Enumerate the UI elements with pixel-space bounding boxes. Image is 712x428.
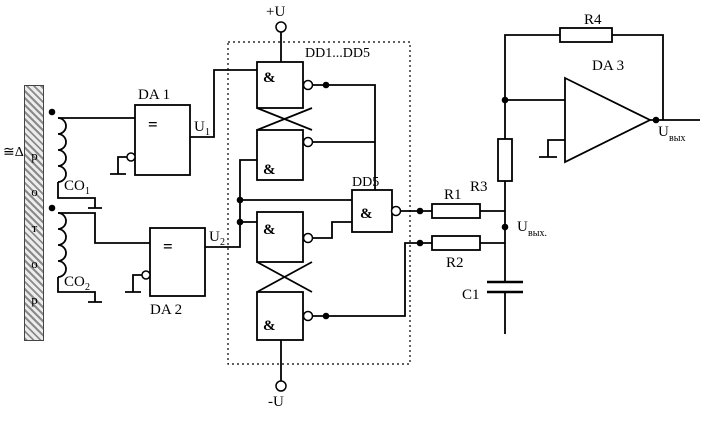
junction-dd1-out [322, 81, 330, 89]
coil1-label: CO [64, 178, 85, 194]
da3-label: DA 3 [592, 58, 624, 74]
da2-ground [125, 274, 142, 293]
logic-block: DD1...DD5 +U -U & & & & [227, 4, 411, 410]
wire-feedback-right [612, 34, 664, 120]
filter-section: R1 R2 U вых. C1 [313, 181, 547, 334]
u1-label: U [194, 119, 205, 135]
dd3-gate-body [256, 211, 304, 263]
vplus-label: +U [266, 4, 285, 20]
logic-dotted-boundary [227, 41, 411, 365]
da3-opamp-triangle [564, 76, 653, 164]
dd5-and-symbol: & [360, 206, 373, 222]
coil2-winding [57, 212, 67, 278]
rotor-hatched-bar [24, 85, 44, 341]
vminus-terminal [275, 380, 287, 392]
amplifier-section: R3 R4 DA 3 U вых [470, 12, 700, 195]
r3-resistor [497, 138, 513, 182]
junction-r2-in [416, 239, 424, 247]
comparator-da2: DA 2 = U 2 [125, 159, 257, 318]
coil1-label-sub: 1 [85, 186, 90, 197]
comparator-da1: DA 1 = U 1 [110, 69, 257, 176]
latch1-cross-coupling [256, 107, 313, 131]
da2-body [149, 227, 206, 297]
dd1-output-bubble [302, 79, 314, 91]
da1-ground [110, 156, 127, 175]
wire-feedback-left [504, 34, 560, 100]
wire-dd1-out [313, 84, 376, 190]
da1-body [134, 104, 191, 176]
dd5-output-bubble [390, 205, 402, 217]
coil2-bottom-wire [57, 277, 102, 303]
dd1-and-symbol: & [263, 70, 276, 86]
junction-bus-1 [236, 196, 244, 204]
u-out-label: U [658, 124, 669, 140]
delta-label: ≅Δ [3, 145, 24, 160]
wire-dd4-to-r2 [313, 242, 432, 317]
u-mid-label-sub: вых. [528, 228, 547, 239]
dd3-output-bubble [302, 232, 314, 244]
da1-comparator-symbol: = [148, 115, 158, 134]
da2-label: DA 2 [150, 302, 182, 318]
logic-block-label: DD1...DD5 [305, 46, 370, 61]
dd4-gate-body [256, 291, 304, 341]
c1-label: C1 [462, 287, 480, 303]
wire-dd3-out-to-dd5 [313, 221, 352, 239]
r4-resistor [559, 27, 613, 43]
wire-u1-to-dd1 [190, 69, 257, 138]
coil2-label: CO [64, 274, 85, 290]
rotor-label: ротор [27, 148, 42, 328]
da1-label: DA 1 [138, 87, 170, 103]
coil1-winding [57, 117, 67, 183]
dd2-gate-body [256, 129, 304, 181]
junction-r1-in [416, 207, 424, 215]
coil2-polarity-dot [48, 204, 56, 212]
da1-invert-bubble [126, 152, 136, 162]
dd4-output-bubble [302, 310, 314, 322]
coil2-label-sub: 2 [85, 282, 90, 293]
dd5-label: DD5 [352, 175, 379, 190]
u-mid-label: U [517, 219, 528, 235]
r4-label: R4 [584, 12, 602, 28]
u2-label-sub: 2 [220, 237, 225, 248]
da2-invert-bubble [141, 270, 151, 280]
vminus-label: -U [268, 394, 284, 410]
u-out-label-sub: вых [669, 133, 685, 144]
junction-output [652, 116, 660, 124]
r1-label: R1 [444, 187, 462, 203]
coil1-polarity-dot [48, 108, 56, 116]
wire-u2-to-dd2 [205, 159, 257, 248]
r2-label: R2 [446, 255, 464, 271]
da3-ground [539, 139, 565, 158]
dd2-output-bubble [302, 136, 314, 148]
vplus-terminal [275, 21, 287, 33]
latch2-cross-coupling [256, 261, 313, 293]
dd2-and-symbol: & [263, 162, 276, 178]
r2-resistor [431, 235, 481, 251]
coil1-bottom-wire [57, 182, 102, 209]
coil2-top-wire [58, 212, 150, 244]
dd4-and-symbol: & [263, 318, 276, 334]
sensor-section: ≅Δ CO 1 CO 2 [3, 108, 150, 303]
junction-bus-2 [236, 218, 244, 226]
dd3-and-symbol: & [263, 222, 276, 238]
da2-comparator-symbol: = [163, 237, 173, 256]
r1-resistor [431, 203, 481, 219]
r3-label: R3 [470, 179, 488, 195]
u2-label: U [209, 229, 220, 245]
junction-filter-node [501, 223, 509, 231]
u1-label-sub: 1 [205, 127, 210, 138]
